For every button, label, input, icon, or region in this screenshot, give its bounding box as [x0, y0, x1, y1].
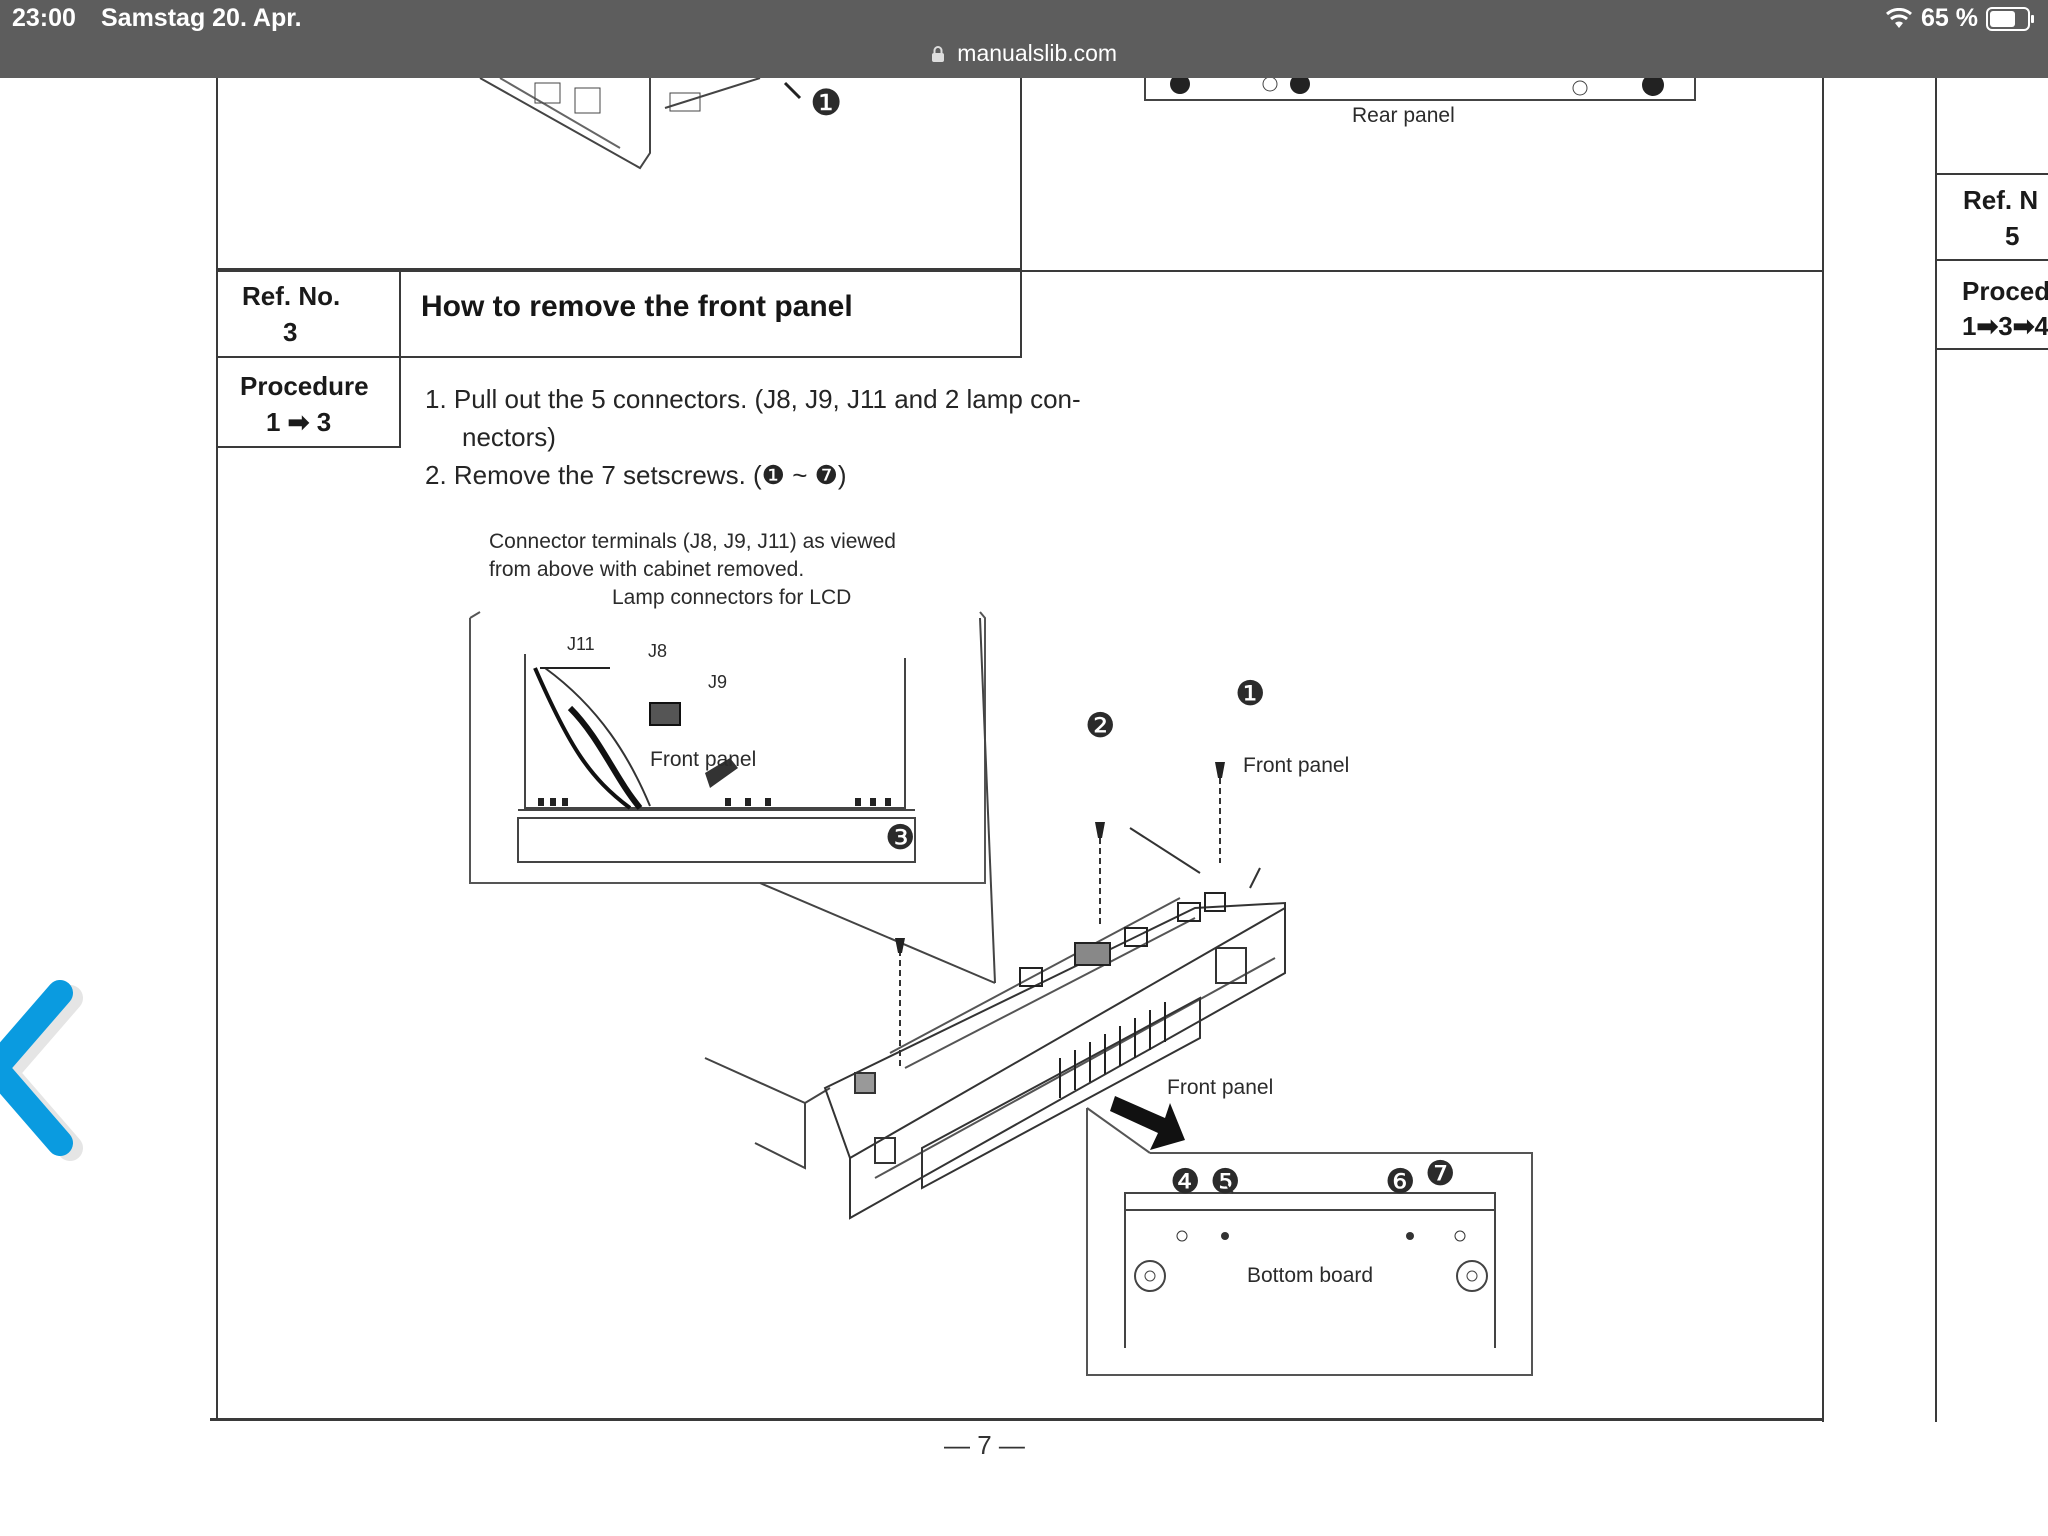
rear-panel-label: Rear panel [1352, 104, 1455, 127]
inset-front-panel-label: Front panel [650, 748, 757, 771]
callout-5: ❺ [1210, 1163, 1241, 1201]
battery-icon [1986, 6, 2034, 31]
step-1-line-2: nectors) [462, 422, 556, 452]
manual-page: Ref. N 5 Proced 1➡3➡4 ❶ Rear panel Ref. … [0, 78, 2048, 1536]
callout-1: ❶ [1235, 675, 1266, 713]
lamp-connectors-label: Lamp connectors for LCD [612, 586, 852, 609]
next-procedure-label: Proced [1962, 276, 2048, 306]
status-date: Samstag 20. Apr. [101, 4, 302, 32]
step-2: 2. Remove the 7 setscrews. (❶ ~ ❼) [425, 460, 847, 490]
procedure-label: Procedure [240, 371, 369, 401]
page-title: How to remove the front panel [421, 290, 853, 323]
back-chevron-icon[interactable] [0, 978, 90, 1168]
top-left-diagram [479, 78, 802, 170]
rear-panel-diagram [1144, 78, 1696, 101]
callout-2: ❷ [1085, 707, 1116, 745]
next-ref-no-value: 5 [2005, 221, 2020, 251]
status-bar: 23:00 Samstag 20. Apr. 65 % manualslib.c… [0, 0, 2048, 78]
inset-caption-line-2: from above with cabinet removed. [489, 558, 805, 581]
callout-7: ❼ [1425, 1155, 1456, 1193]
lock-icon [931, 46, 944, 62]
bottom-front-panel-label: Front panel [1167, 1076, 1274, 1099]
url-bar[interactable]: manualslib.com [0, 40, 2048, 67]
step-1-line-1: 1. Pull out the 5 connectors. (J8, J9, J… [425, 384, 1081, 414]
callout-6: ❻ [1385, 1163, 1416, 1201]
status-right: 65 % [1885, 4, 2034, 33]
url-text: manualslib.com [957, 40, 1118, 66]
next-procedure-value: 1➡3➡4 [1962, 311, 2048, 341]
next-ref-no-label: Ref. N [1963, 185, 2039, 215]
ref-no-label: Ref. No. [242, 281, 341, 311]
wifi-icon [1886, 7, 1913, 28]
procedure-value: 1 ➡ 3 [266, 407, 332, 437]
j9-label: J9 [708, 672, 728, 692]
status-time: 23:00 [12, 4, 76, 32]
battery-percent: 65 % [1921, 4, 1978, 32]
ref-no-value: 3 [283, 317, 298, 347]
front-panel-diagram [469, 611, 1533, 1376]
callout-3: ❸ [885, 819, 916, 857]
j11-label: J11 [567, 634, 595, 654]
bottom-board-label: Bottom board [1247, 1264, 1374, 1287]
page-number: — 7 — [944, 1430, 1025, 1460]
main-front-panel-label: Front panel [1243, 754, 1350, 777]
callout-4: ❹ [1170, 1163, 1201, 1201]
j8-label: J8 [648, 641, 668, 661]
inset-caption-line-1: Connector terminals (J8, J9, J11) as vie… [489, 530, 896, 553]
top-callout: ❶ [810, 82, 843, 123]
